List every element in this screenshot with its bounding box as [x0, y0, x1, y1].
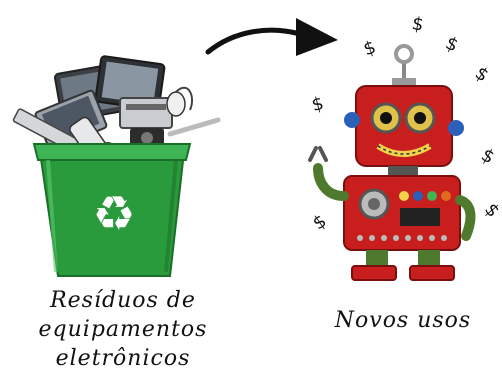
caption-left-line-3: eletrônicos — [55, 346, 191, 371]
electronic-waste — [12, 55, 221, 162]
caption-left: Resíduos de equipamentos eletrônicos — [28, 286, 218, 373]
caption-right: Novos usos — [318, 306, 488, 335]
caption-left-line-1: Resíduos de — [50, 288, 196, 313]
caption-left-line-2: equipamentos — [38, 317, 208, 342]
arrow-icon — [205, 18, 338, 56]
caption-right-text: Novos usos — [334, 308, 472, 333]
recycle-icon: ♻ — [92, 186, 136, 242]
robot — [308, 44, 476, 281]
recycle-bin — [32, 143, 192, 277]
